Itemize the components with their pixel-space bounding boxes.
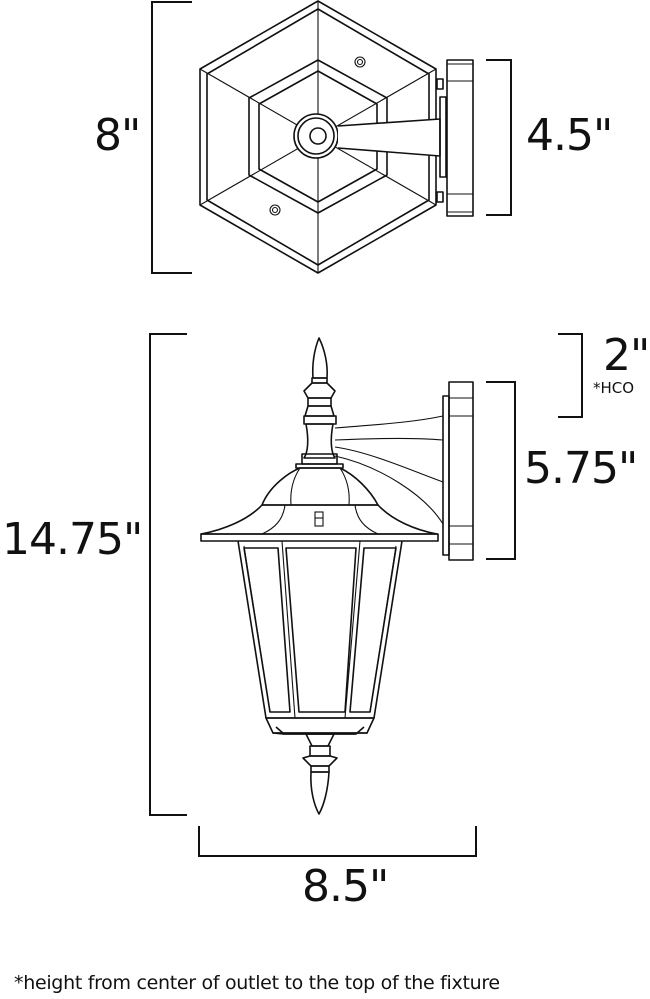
- hco-bracket: [558, 333, 583, 418]
- top-view: [151, 0, 512, 274]
- depth-label: 8": [94, 110, 141, 161]
- backplate-width-bracket: [486, 59, 512, 216]
- backplate-height-bracket: [486, 381, 516, 560]
- height-label: 14.75": [2, 514, 143, 565]
- backplate-height-label: 5.75": [524, 443, 638, 494]
- screw-icon: [269, 204, 281, 216]
- width-label: 8.5": [302, 861, 389, 912]
- hco-label: 2": [603, 330, 650, 381]
- hco-caption: *HCO: [593, 379, 635, 397]
- side-view: [149, 333, 583, 857]
- footnote: *height from center of outlet to the top…: [14, 972, 500, 994]
- screw-icon: [354, 56, 366, 68]
- backplate-width-label: 4.5": [526, 110, 613, 161]
- depth-bracket: [151, 1, 192, 274]
- height-bracket: [149, 333, 187, 816]
- width-bracket: [198, 826, 477, 857]
